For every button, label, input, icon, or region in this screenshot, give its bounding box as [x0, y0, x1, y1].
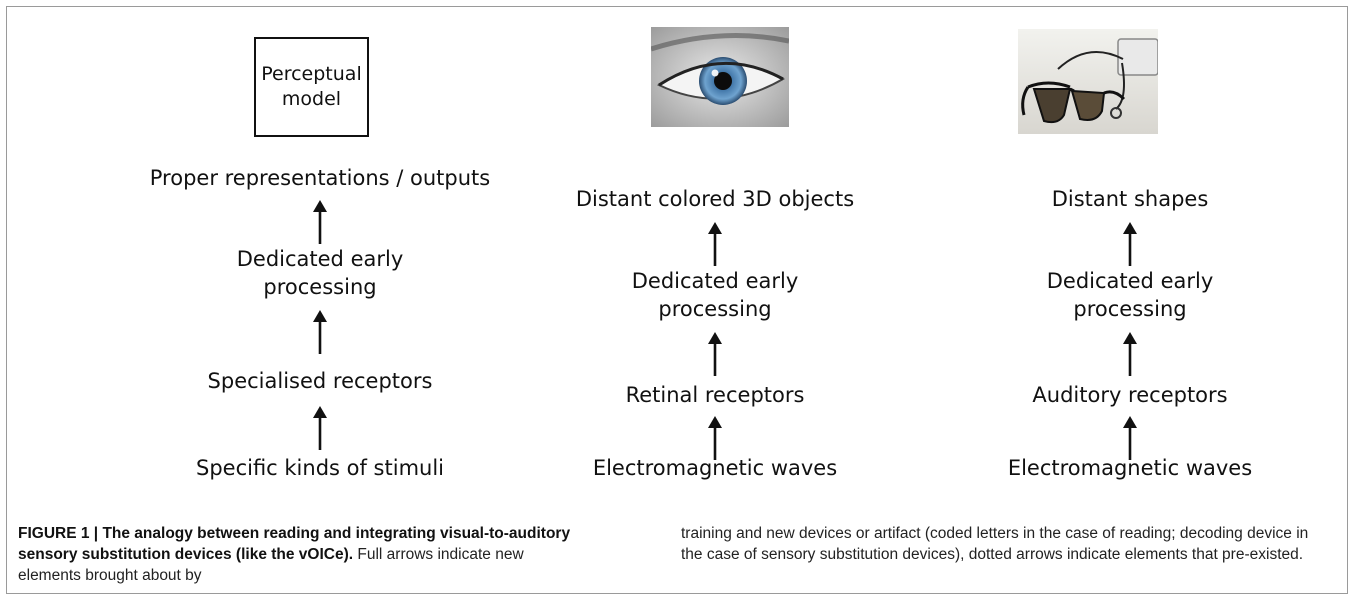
arrow-up-icon: [704, 416, 726, 460]
column-vision: Distant colored 3D objects Dedicated ear…: [505, 0, 925, 480]
model-box-line-2: model: [281, 88, 342, 110]
node-auditory-receptors: Auditory receptors: [1032, 383, 1228, 407]
caption-text-right: training and new devices or artifact (co…: [681, 525, 1309, 563]
node-early-processing-2: processing: [263, 275, 377, 299]
node-early-processing-1: Dedicated early: [1046, 269, 1214, 293]
arrow-up-icon: [309, 310, 331, 354]
figure-label: FIGURE 1 |: [18, 525, 103, 542]
arrow-up-icon: [704, 222, 726, 266]
node-early-processing-2: processing: [658, 297, 772, 321]
node-electromagnetic-waves: Electromagnetic waves: [1007, 456, 1253, 480]
glasses-device-photo-icon: [1018, 29, 1158, 134]
figure-title: The analogy between reading and integrat…: [18, 525, 571, 563]
eye-photo-icon: [651, 27, 789, 127]
arrow-up-icon: [1119, 332, 1141, 376]
arrow-up-icon: [309, 406, 331, 450]
caption-text-left: Full arrows indicate new elements brough…: [18, 546, 524, 584]
arrow-up-icon: [1119, 416, 1141, 460]
figure-caption-right: training and new devices or artifact (co…: [681, 523, 1331, 565]
column-perceptual-model: Perceptual model Proper representations …: [110, 0, 530, 480]
model-box-line-1: Perceptual: [261, 63, 362, 85]
node-distant-shapes: Distant shapes: [1051, 187, 1209, 211]
node-stimuli: Specific kinds of stimuli: [195, 456, 445, 480]
node-outputs: Proper representations / outputs: [149, 166, 491, 190]
arrow-up-icon: [309, 200, 331, 244]
node-colored-objects: Distant colored 3D objects: [575, 187, 855, 211]
perceptual-model-box: Perceptual model: [254, 37, 369, 137]
figure-caption-left: FIGURE 1 | The analogy between reading a…: [18, 523, 578, 586]
figure-frame: [6, 6, 1348, 594]
arrow-up-icon: [704, 332, 726, 376]
node-early-processing-1: Dedicated early: [631, 269, 799, 293]
node-early-processing-2: processing: [1073, 297, 1187, 321]
node-retinal-receptors: Retinal receptors: [625, 383, 805, 407]
node-electromagnetic-waves: Electromagnetic waves: [592, 456, 838, 480]
arrow-up-icon: [1119, 222, 1141, 266]
column-sensory-substitution: Distant shapes Dedicated early processin…: [920, 0, 1340, 480]
node-early-processing-1: Dedicated early: [236, 247, 404, 271]
node-receptors: Specialised receptors: [207, 369, 433, 393]
